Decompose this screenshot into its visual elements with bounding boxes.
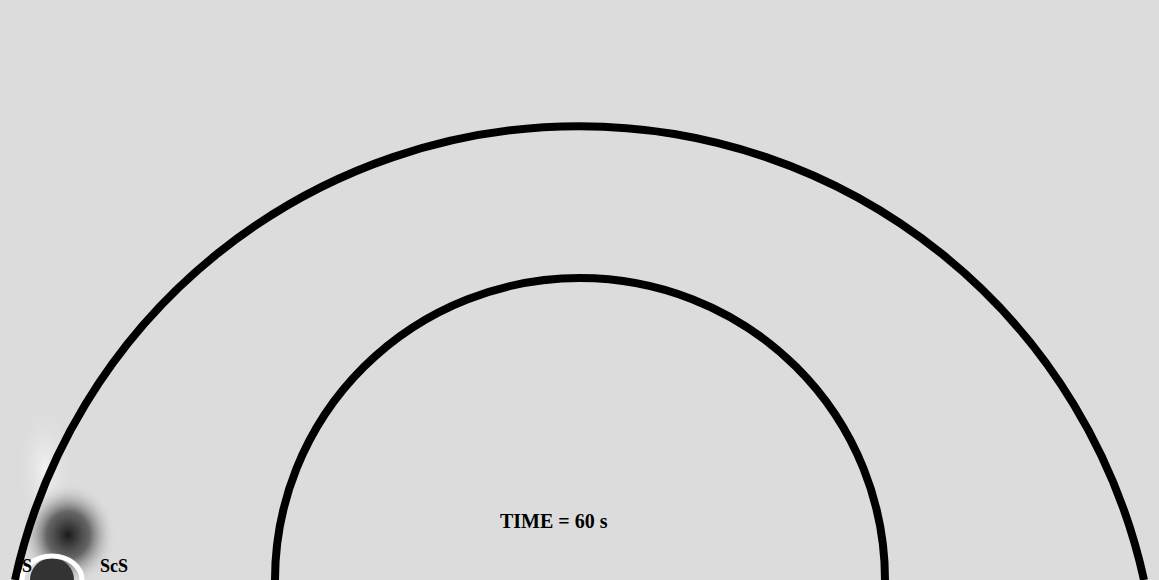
core-mantle-boundary [275, 278, 885, 580]
wave-label: ScS [98, 557, 130, 577]
time-label: TIME = 60 s [498, 510, 610, 532]
earth-surface [15, 126, 1144, 580]
wave-label: S [20, 557, 34, 577]
